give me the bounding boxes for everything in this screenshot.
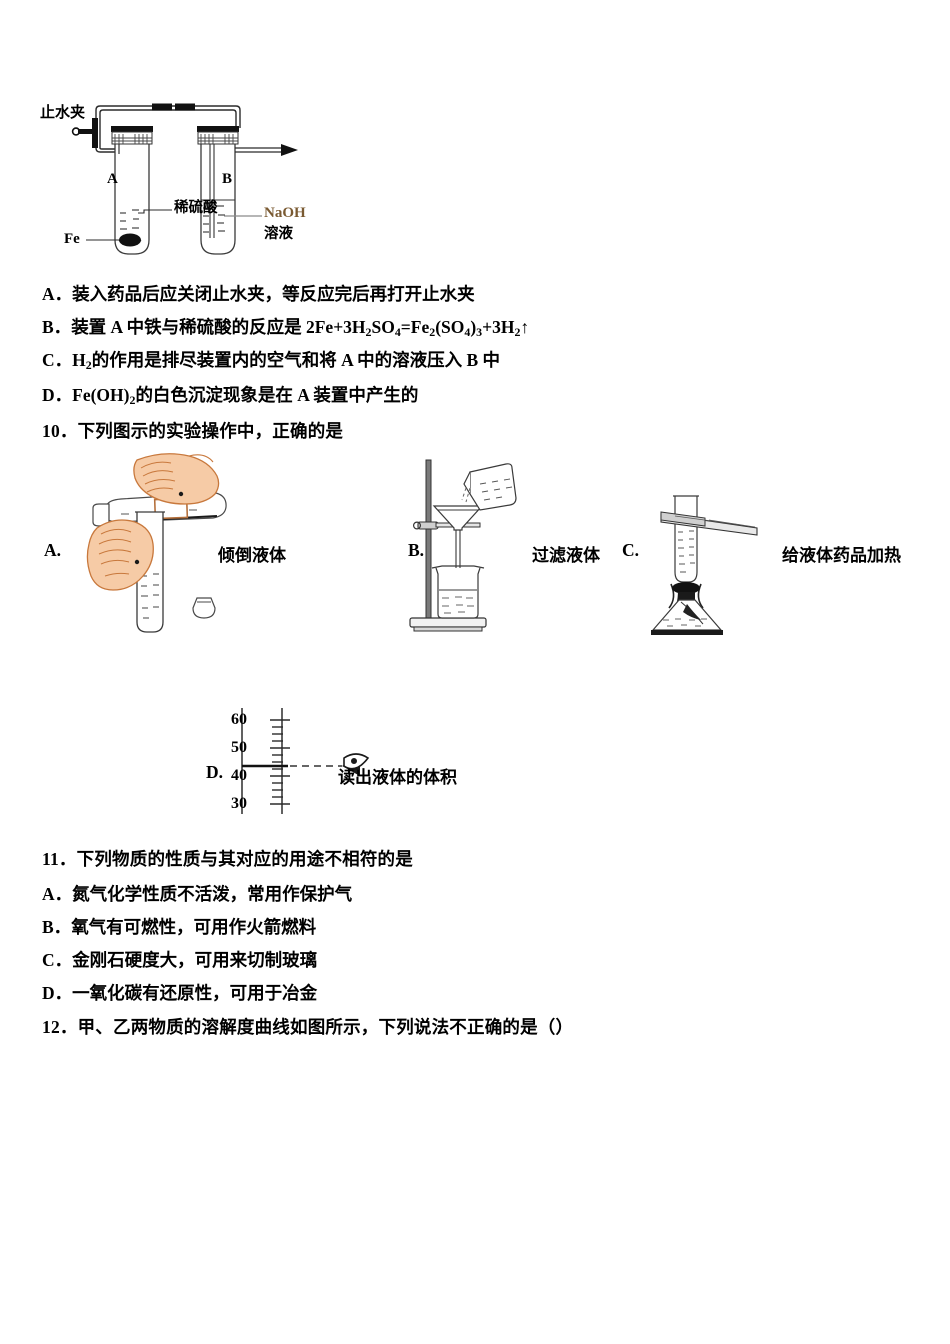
test-tube-b — [197, 126, 298, 255]
q9-option-c-label: C． — [42, 350, 73, 370]
q10-caption-b: 过滤液体 — [532, 546, 600, 565]
q11-option-d-label: D． — [42, 983, 73, 1003]
q11-option-a-text: 氮气化学性质不活泼，常用作保护气 — [72, 884, 353, 904]
q10-caption-a: 倾倒液体 — [218, 546, 286, 565]
q9-option-c: C．H2的作用是排尽装置内的空气和将 A 中的溶液压入 B 中 — [42, 350, 500, 372]
label-fe: Fe — [64, 231, 80, 247]
q9-option-c-text: H2的作用是排尽装置内的空气和将 A 中的溶液压入 B 中 — [72, 350, 501, 372]
q10-caption-c: 给液体药品加热 — [782, 546, 901, 565]
q9-option-a-text: 装入药品后应关闭止水夹，等反应完后再打开止水夹 — [72, 284, 475, 304]
scale-ticks — [270, 719, 290, 805]
q9-option-d: D．Fe(OH)2的白色沉淀现象是在 A 装置中产生的 — [42, 385, 418, 407]
q11-option-d-text: 一氧化碳有还原性，可用于冶金 — [72, 983, 318, 1003]
test-tube-holder — [660, 511, 758, 536]
q11-option-b: B．氧气有可燃性，可用作火箭燃料 — [42, 917, 316, 938]
q9-option-a: A．装入药品后应关闭止水夹，等反应完后再打开止水夹 — [42, 284, 475, 305]
test-tube-heated — [673, 495, 699, 583]
heating-drawing — [651, 495, 758, 635]
tick-label-50: 50 — [231, 739, 247, 756]
receiving-beaker — [431, 565, 485, 619]
filtering-drawing — [409, 459, 517, 632]
tick-label-40: 40 — [231, 767, 247, 784]
q10-option-a-label: A. — [44, 540, 62, 560]
apparatus-drawing — [71, 103, 298, 255]
q12-number: 12． — [42, 1017, 78, 1037]
q9-option-b-text: 装置 A 中铁与稀硫酸的反应是 2Fe+3H2SO4=Fe2(SO4)3+3H2… — [71, 317, 530, 339]
q10-option-b-label: B. — [408, 540, 425, 560]
q11-option-a: A．氮气化学性质不活泼，常用作保护气 — [42, 884, 352, 905]
figure-filtering-liquid — [408, 458, 538, 638]
q10-option-d-label: D. — [206, 762, 224, 782]
graduated-cylinder-drawing — [241, 708, 370, 814]
q9-option-a-label: A． — [42, 284, 73, 304]
q11-stem: 11．下列物质的性质与其对应的用途不相符的是 — [42, 849, 413, 870]
q10-number: 10． — [42, 421, 78, 441]
figure-reading-volume: 60 50 40 30 — [231, 706, 456, 816]
rubber-tube-segment — [152, 103, 195, 111]
bottle-stopper — [192, 597, 216, 619]
q10-stem: 10．下列图示的实验操作中，正确的是 — [42, 421, 343, 442]
q11-option-b-label: B． — [42, 917, 72, 937]
test-tube-a — [111, 126, 153, 255]
leader-line-dilute-acid — [138, 209, 172, 214]
hand-upper — [133, 453, 220, 505]
q12-stem-text: 甲、乙两物质的溶解度曲线如图所示，下列说法不正确的是（） — [77, 1017, 574, 1037]
q11-option-c-label: C． — [42, 950, 73, 970]
q9-option-b: B．装置 A 中铁与稀硫酸的反应是 2Fe+3H2SO4=Fe2(SO4)3+3… — [42, 317, 529, 339]
figure-heating-liquid — [645, 492, 775, 642]
q11-option-a-label: A． — [42, 884, 73, 904]
q11-option-c-text: 金刚石硬度大，可用来切制玻璃 — [72, 950, 318, 970]
hand-lower — [86, 519, 154, 591]
pouring-beaker — [463, 463, 517, 511]
tick-label-60: 60 — [231, 711, 247, 728]
alcohol-lamp — [651, 592, 723, 635]
figure-pouring-liquid — [85, 452, 315, 642]
q11-stem-text: 下列物质的性质与其对应的用途不相符的是 — [76, 849, 413, 869]
label-tube-b: B — [222, 171, 233, 187]
q12-stem: 12．甲、乙两物质的溶解度曲线如图所示，下列说法不正确的是（） — [42, 1017, 573, 1038]
pinch-clamp-icon — [71, 118, 98, 148]
label-tube-a: A — [107, 171, 118, 187]
label-pinch-clamp: 止水夹 — [40, 105, 86, 121]
q10-option-c-label: C. — [622, 540, 640, 560]
q10-caption-d: 读出液体的体积 — [338, 768, 457, 787]
q11-option-b-text: 氧气有可燃性，可用作火箭燃料 — [71, 917, 317, 937]
figure-apparatus: 止水夹 A B Fe 稀硫酸 NaOH 溶液 — [40, 88, 340, 263]
liquid-stream — [461, 487, 471, 503]
label-dilute-sulfuric-acid: 稀硫酸 — [174, 200, 218, 216]
label-naoh: NaOH — [264, 205, 306, 221]
q9-option-d-label: D． — [42, 385, 73, 405]
q11-option-c: C．金刚石硬度大，可用来切制玻璃 — [42, 950, 317, 971]
eye-icon — [342, 753, 370, 776]
label-naoh-solution: 溶液 — [264, 226, 293, 242]
tick-label-30: 30 — [231, 795, 247, 812]
q11-option-d: D．一氧化碳有还原性，可用于冶金 — [42, 983, 317, 1004]
q10-stem-text: 下列图示的实验操作中，正确的是 — [77, 421, 344, 441]
funnel — [432, 505, 484, 570]
q9-option-b-label: B． — [42, 317, 72, 337]
pouring-liquid-drawing — [86, 453, 227, 633]
q11-number: 11． — [42, 849, 77, 869]
q9-option-d-text: Fe(OH)2的白色沉淀现象是在 A 装置中产生的 — [72, 385, 419, 407]
